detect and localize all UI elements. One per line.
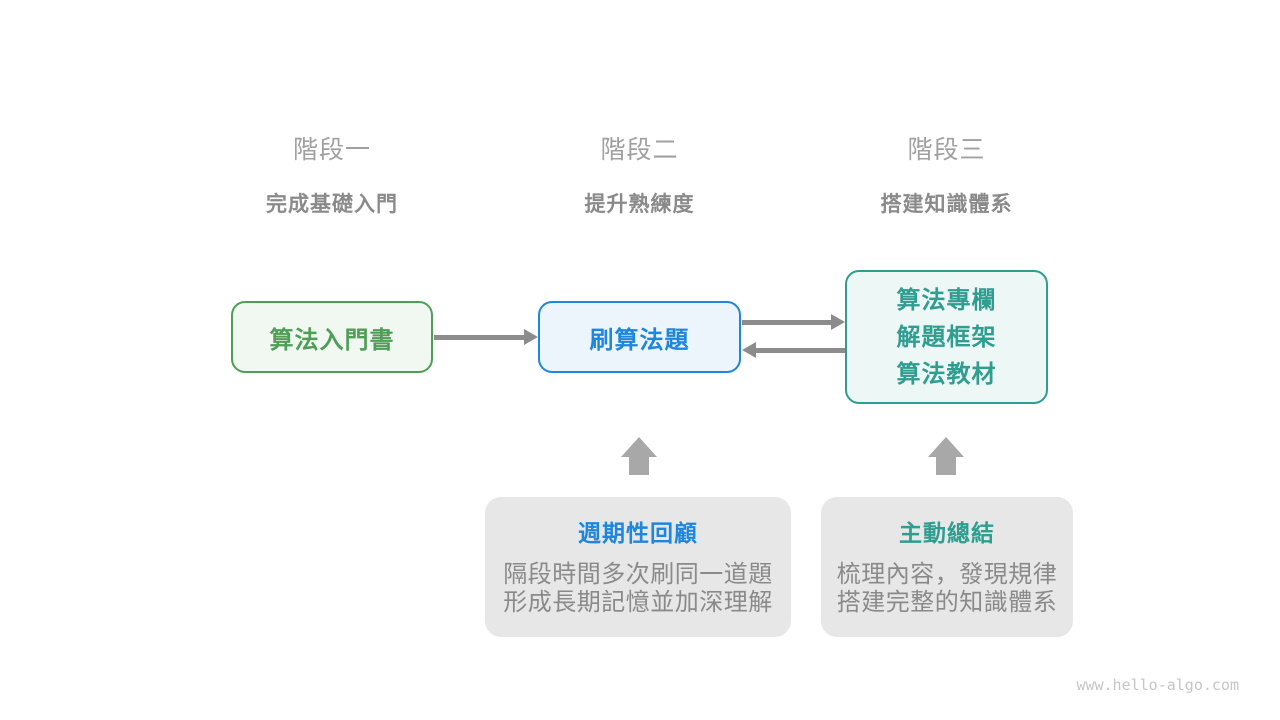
practice-problems-label: 刷算法題	[589, 326, 690, 354]
resources-line-3: 算法教材	[896, 360, 997, 388]
arrowhead-right-icon	[831, 314, 845, 330]
arrow-up-stem	[629, 457, 649, 475]
arrow-left-icon	[742, 342, 845, 358]
periodic-review-note: 週期性回顧 隔段時間多次刷同一道題 形成長期記憶並加深理解	[485, 497, 791, 637]
arrow-up-head	[621, 437, 657, 457]
arrow-up-stem	[936, 457, 956, 475]
arrowhead-left-icon	[742, 342, 756, 358]
resources-line-2: 解題框架	[896, 323, 997, 351]
practice-problems-node: 刷算法題	[538, 301, 741, 373]
arrow-up-icon	[928, 437, 964, 477]
stage-3-subtitle: 搭建知識體系	[880, 193, 1013, 216]
periodic-review-title: 週期性回顧	[578, 520, 698, 546]
stage-2-subtitle: 提升熟練度	[584, 193, 695, 216]
periodic-review-line-2: 形成長期記憶並加深理解	[503, 589, 773, 616]
intro-book-label: 算法入門書	[269, 326, 395, 354]
arrow-up-head	[928, 437, 964, 457]
stage-1-subtitle: 完成基礎入門	[266, 193, 398, 216]
arrowhead-right-icon	[524, 329, 538, 345]
arrow-right-icon	[434, 329, 538, 345]
site-watermark: www.hello-algo.com	[1076, 676, 1239, 694]
active-summary-line-2: 搭建完整的知識體系	[836, 589, 1058, 616]
stage-1-label: 階段一	[292, 136, 371, 164]
periodic-review-line-1: 隔段時間多次刷同一道題	[503, 561, 773, 588]
arrow-shaft	[434, 334, 525, 340]
arrow-right-icon	[742, 314, 845, 330]
active-summary-body: 梳理內容，發現規律 搭建完整的知識體系	[821, 561, 1073, 617]
stage-1-header: 階段一 完成基礎入門	[231, 130, 433, 218]
active-summary-title: 主動總結	[899, 520, 995, 546]
stage-3-header: 階段三 搭建知識體系	[845, 130, 1048, 218]
arrow-shaft	[742, 319, 832, 325]
intro-book-node: 算法入門書	[231, 301, 433, 373]
periodic-review-body: 隔段時間多次刷同一道題 形成長期記憶並加深理解	[485, 561, 791, 617]
resources-line-1: 算法專欄	[896, 286, 997, 314]
stage-2-label: 階段二	[600, 136, 679, 164]
arrow-up-icon	[621, 437, 657, 477]
stage-2-header: 階段二 提升熟練度	[538, 130, 741, 218]
active-summary-line-1: 梳理內容，發現規律	[836, 561, 1058, 588]
advanced-resources-node: 算法專欄 解題框架 算法教材	[845, 270, 1048, 404]
active-summary-note: 主動總結 梳理內容，發現規律 搭建完整的知識體系	[821, 497, 1073, 637]
stage-3-label: 階段三	[907, 136, 986, 164]
arrow-shaft	[755, 347, 845, 353]
